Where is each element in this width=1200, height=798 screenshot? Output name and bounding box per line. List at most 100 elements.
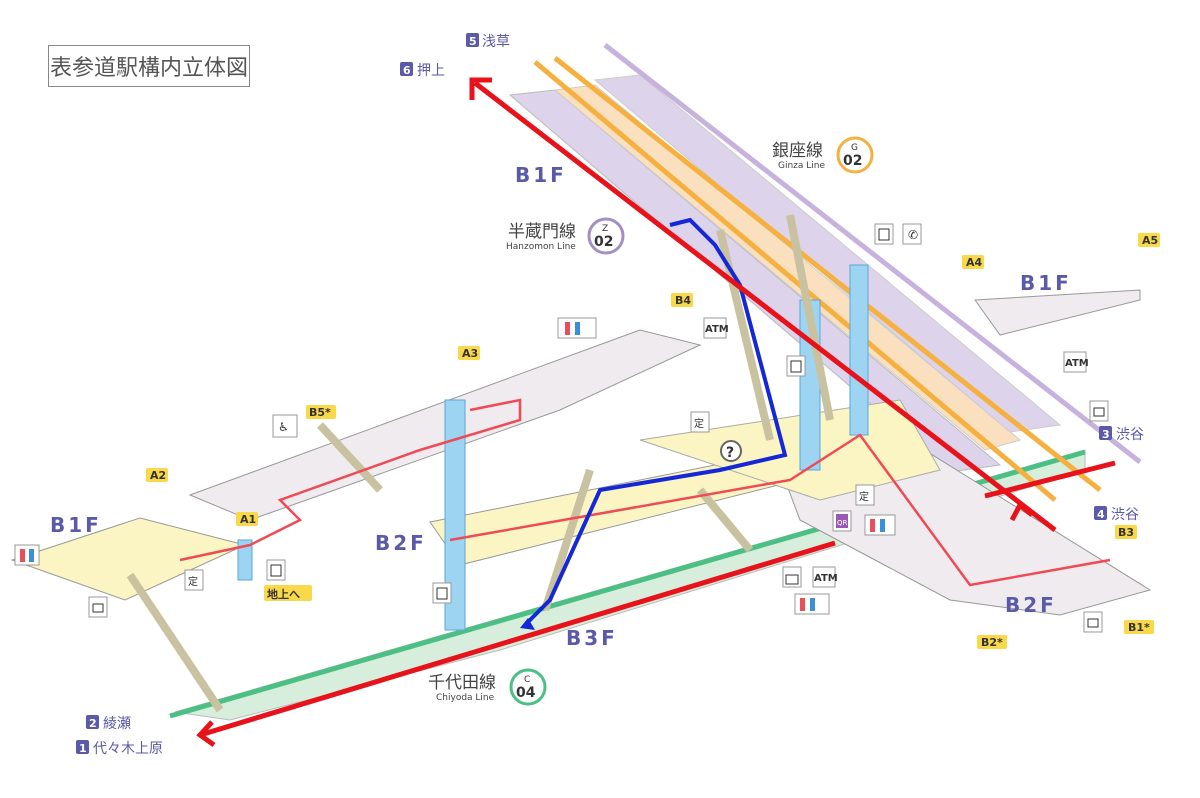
red-transfer-route <box>179 398 522 562</box>
svg-text:?: ? <box>726 445 734 461</box>
svg-text:綾瀬: 綾瀬 <box>103 716 131 732</box>
blue-arrowhead <box>520 618 535 630</box>
red-arrowhead <box>1009 501 1034 522</box>
elevator-icon <box>432 582 452 604</box>
svg-text:6: 6 <box>403 64 411 77</box>
elevator-shaft <box>444 399 466 631</box>
chiyoda-line-badge: 千代田線 Chiyoda Line C 04 <box>428 668 547 706</box>
exit-b5[interactable]: B5* <box>306 405 336 419</box>
svg-text:定: 定 <box>694 417 704 430</box>
elevator-icon <box>874 223 894 245</box>
svg-text:A3: A3 <box>462 347 478 360</box>
floor-label-b1f: B1F <box>50 513 102 537</box>
escalator <box>696 487 754 553</box>
restroom-icon <box>794 593 830 615</box>
svg-text:✆: ✆ <box>908 228 918 242</box>
svg-text:千代田線: 千代田線 <box>428 673 496 693</box>
svg-text:渋谷: 渋谷 <box>1116 427 1144 443</box>
ginza-track-2 <box>553 56 1102 492</box>
escalator <box>541 468 594 612</box>
svg-text:Chiyoda Line: Chiyoda Line <box>436 693 495 703</box>
shop-icon <box>782 566 802 588</box>
hanzomon-platform <box>508 89 1002 473</box>
exit-b3[interactable]: B3 <box>1115 525 1137 539</box>
hanzomon-line-badge: 半蔵門線 Hanzomon Line Z 02 <box>506 217 625 255</box>
svg-text:02: 02 <box>594 234 613 250</box>
svg-text:浅草: 浅草 <box>482 34 510 50</box>
b1f-concourse-right <box>974 289 1141 336</box>
svg-text:5: 5 <box>469 35 477 48</box>
svg-text:A5: A5 <box>1142 234 1158 247</box>
ginza-platform-2 <box>593 74 1062 433</box>
svg-text:Z: Z <box>602 224 608 234</box>
svg-text:2: 2 <box>89 717 97 730</box>
map-title: 表参道駅構内立体図 <box>48 45 250 87</box>
svg-text:4: 4 <box>1097 508 1105 521</box>
atm-icon: ATM <box>812 566 838 588</box>
svg-text:地上へ: 地上へ <box>267 587 300 601</box>
svg-text:B5*: B5* <box>309 406 331 419</box>
floor-label-b1f: B1F <box>1020 271 1072 295</box>
restroom-icon <box>14 544 40 566</box>
svg-text:ATM: ATM <box>705 324 729 335</box>
ginza-track-1 <box>533 60 1057 502</box>
escalator <box>317 422 383 493</box>
elevator-icon <box>786 355 806 377</box>
svg-text:QR: QR <box>837 519 848 527</box>
svg-text:ATM: ATM <box>814 573 838 584</box>
restroom-icon <box>864 514 896 536</box>
exit-a3[interactable]: A3 <box>458 346 480 360</box>
commuter-pass-icon: 定 <box>855 484 875 506</box>
red-transfer-route <box>449 433 1111 587</box>
to-ground-label[interactable]: 地上へ <box>264 585 312 601</box>
svg-text:B4: B4 <box>675 294 691 307</box>
commuter-pass-icon: 定 <box>690 411 710 433</box>
svg-text:銀座線: 銀座線 <box>772 141 823 161</box>
svg-text:1: 1 <box>79 742 87 755</box>
svg-text:渋谷: 渋谷 <box>1111 507 1139 523</box>
qr-ticket-icon: QR <box>832 510 852 532</box>
floor-label-b1f: B1F <box>515 163 567 187</box>
svg-text:C: C <box>524 675 530 685</box>
svg-text:02: 02 <box>843 153 862 169</box>
exit-a1[interactable]: A1 <box>236 512 258 526</box>
phone-icon: ✆ <box>902 223 922 245</box>
atm-icon: ATM <box>703 317 729 339</box>
locker-icon <box>88 596 108 618</box>
b1f-west-concourse <box>10 517 247 601</box>
red-arrowhead <box>469 77 492 100</box>
direction-5: 5 浅草 <box>466 33 510 50</box>
svg-text:Ginza Line: Ginza Line <box>778 161 825 171</box>
exit-a5[interactable]: A5 <box>1138 233 1160 247</box>
svg-text:3: 3 <box>1102 428 1110 441</box>
floor-label-b3f: B3F <box>566 626 618 650</box>
elevator-shaft <box>849 264 869 436</box>
svg-text:G: G <box>851 143 858 153</box>
svg-text:ATM: ATM <box>1065 358 1089 369</box>
svg-text:B3: B3 <box>1118 526 1134 539</box>
exit-b2[interactable]: B2* <box>977 635 1007 649</box>
direction-2: 2 綾瀬 <box>86 715 131 732</box>
red-arrowhead <box>196 720 216 748</box>
svg-text:B1*: B1* <box>1128 621 1150 634</box>
exit-a2[interactable]: A2 <box>146 468 168 482</box>
svg-text:押上: 押上 <box>417 63 445 79</box>
escalator <box>126 572 224 713</box>
exit-b4[interactable]: B4 <box>671 293 693 307</box>
direction-3: 3 渋谷 <box>1099 426 1144 443</box>
exit-a4[interactable]: A4 <box>962 255 984 269</box>
direction-6: 6 押上 <box>400 62 445 79</box>
help-icon: ? <box>720 440 742 462</box>
svg-text:定: 定 <box>188 575 198 588</box>
svg-text:A4: A4 <box>966 256 983 269</box>
red-route-arrow <box>473 81 1057 532</box>
atm-icon: ATM <box>1063 351 1089 373</box>
elevator-icon <box>266 559 286 581</box>
svg-text:代々木上原: 代々木上原 <box>93 741 163 757</box>
exit-b1[interactable]: B1* <box>1124 620 1154 634</box>
blue-transfer-route <box>523 217 788 627</box>
floor-label-b2f: B2F <box>1005 593 1057 617</box>
locker-icon <box>1083 611 1103 633</box>
